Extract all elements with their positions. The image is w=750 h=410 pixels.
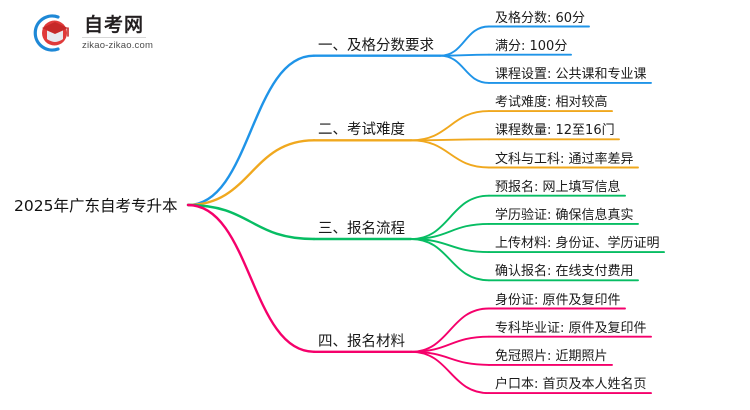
mindmap-leaf-node-1-3[interactable]: 课程设置: 公共课和专业课 <box>495 66 647 82</box>
logo-domain: zikao-zikao.com <box>82 39 154 51</box>
logo-name-cn: 自考网 <box>82 13 147 38</box>
mindmap-leaf-node-2-3[interactable]: 文科与工科: 通过率差异 <box>495 151 634 167</box>
mindmap-leaf-node-4-1[interactable]: 身份证: 原件及复印件 <box>495 292 621 308</box>
mindmap-leaf-node-2-2[interactable]: 课程数量: 12至16门 <box>495 123 615 139</box>
logo-wordmark: 自考网 zikao-zikao.com <box>82 13 154 51</box>
mindmap-branch-node-2[interactable]: 二、考试难度 <box>318 122 405 139</box>
mindmap-branch-node-1[interactable]: 一、及格分数要求 <box>318 37 434 54</box>
mindmap-leaf-node-2-1[interactable]: 考试难度: 相对较高 <box>495 95 608 111</box>
mindmap-leaf-node-3-1[interactable]: 预报名: 网上填写信息 <box>495 179 621 195</box>
mindmap-root-node[interactable]: 2025年广东自考专升本 <box>14 197 178 215</box>
mindmap-branch-node-3[interactable]: 三、报名流程 <box>318 221 405 237</box>
mindmap-leaf-node-1-1[interactable]: 及格分数: 60分 <box>495 10 586 26</box>
mindmap-leaf-node-4-3[interactable]: 免冠照片: 近期照片 <box>495 348 608 364</box>
mindmap-leaf-node-3-4[interactable]: 确认报名: 在线支付费用 <box>495 264 634 280</box>
mindmap-branch-node-4[interactable]: 四、报名材料 <box>318 333 405 350</box>
mindmap-leaf-node-3-2[interactable]: 学历验证: 确保信息真实 <box>495 207 634 223</box>
mindmap-leaf-node-4-2[interactable]: 专科毕业证: 原件及复印件 <box>495 320 647 336</box>
mindmap-leaf-node-3-3[interactable]: 上传材料: 身份证、学历证明 <box>495 236 660 252</box>
mindmap-leaf-node-1-2[interactable]: 满分: 100分 <box>495 38 568 54</box>
graduation-book-icon <box>28 12 74 54</box>
mindmap-leaf-node-4-4[interactable]: 户口本: 首页及本人姓名页 <box>495 377 647 393</box>
site-logo: 自考网 zikao-zikao.com <box>28 10 198 56</box>
